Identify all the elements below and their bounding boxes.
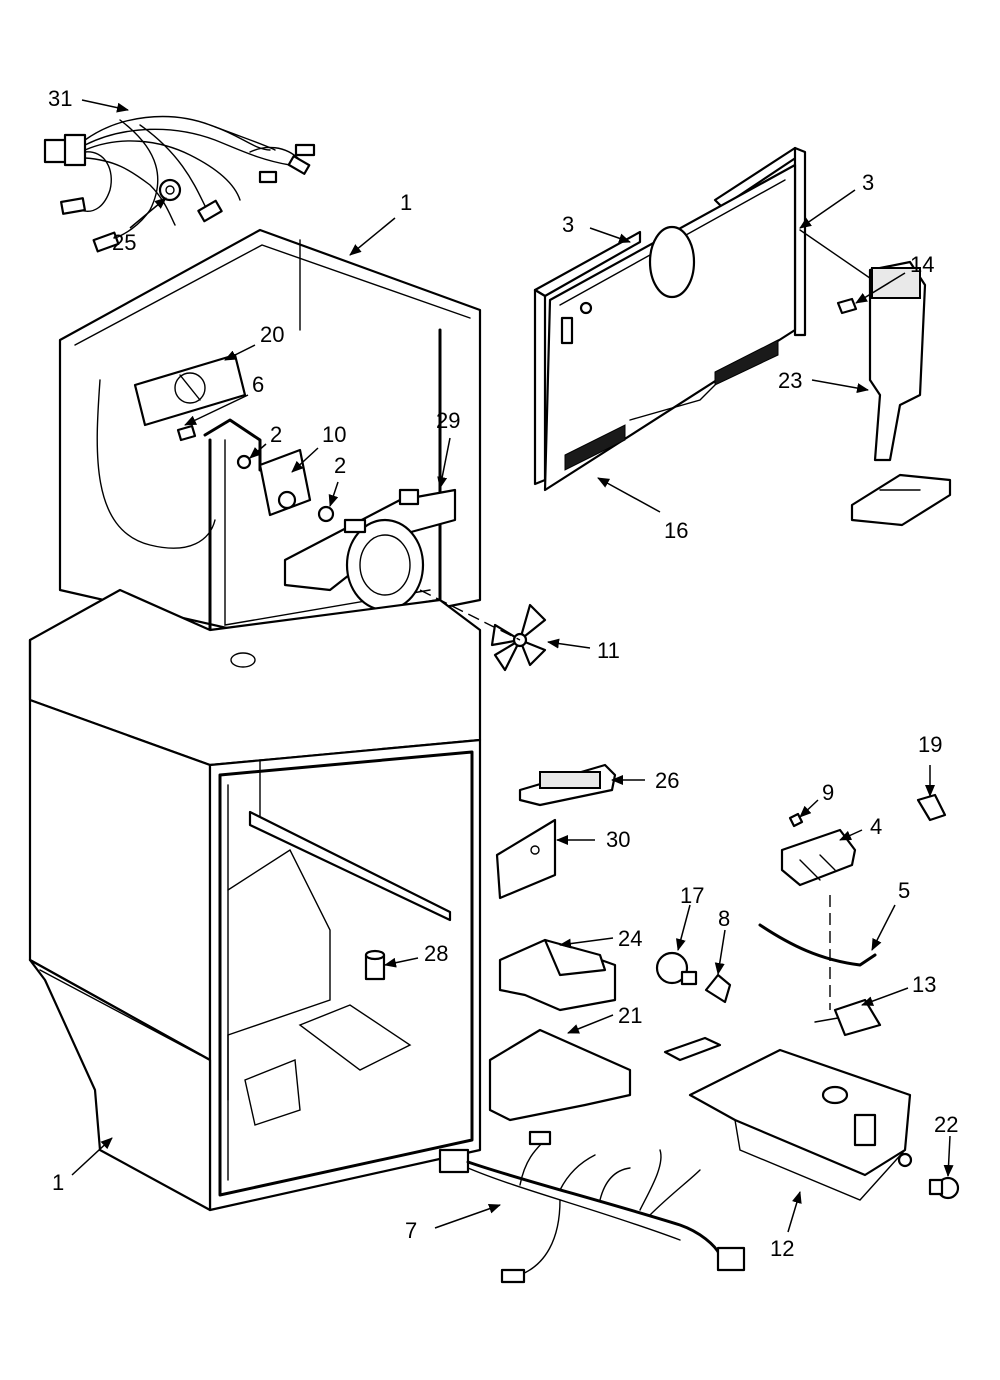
refrigerator-cabinet: [28, 588, 482, 1212]
callout-13: 13: [912, 972, 936, 997]
callout-21: 21: [618, 1003, 642, 1028]
callout-12: 12: [770, 1236, 794, 1261]
wiring-harness-bottom: [438, 1130, 746, 1284]
callout-25: 25: [112, 230, 136, 255]
callout-11: 11: [597, 638, 620, 663]
wiring-harness-top: [43, 115, 316, 253]
callout-19: 19: [918, 732, 942, 757]
callout-22: 22: [934, 1112, 958, 1137]
callout-28: 28: [424, 941, 448, 966]
callout-1-top: 1: [400, 190, 412, 215]
callout-9: 9: [822, 780, 834, 805]
leader-lines: [71, 99, 954, 1233]
callout-20: 20: [260, 322, 284, 347]
callout-7: 7: [405, 1218, 417, 1243]
callout-labels: 31 25 1 20 6 2 10 2 29 3 3 14 23 16 11 2…: [48, 86, 958, 1261]
freezer-cabinet-liner: [58, 228, 482, 642]
callout-4: 4: [870, 814, 882, 839]
fan-blade: [419, 589, 547, 672]
callout-10: 10: [322, 422, 346, 447]
callout-26: 26: [655, 768, 679, 793]
callout-2-left: 2: [270, 422, 282, 447]
callout-31: 31: [48, 86, 72, 111]
callout-30: 30: [606, 827, 630, 852]
callout-1-bottom: 1: [52, 1170, 64, 1195]
callout-3-left: 3: [562, 212, 574, 237]
callout-8: 8: [718, 906, 730, 931]
air-tower: [850, 260, 952, 527]
callout-5: 5: [898, 878, 910, 903]
rear-panel-assembly: [533, 146, 881, 492]
callout-23: 23: [778, 368, 802, 393]
control-parts: [488, 763, 960, 1201]
callout-3-right: 3: [862, 170, 874, 195]
callout-24: 24: [618, 926, 642, 951]
callout-16: 16: [664, 518, 688, 543]
callout-29: 29: [436, 408, 460, 433]
callout-2-right: 2: [334, 453, 346, 478]
callout-14: 14: [910, 252, 934, 277]
callout-6: 6: [252, 372, 264, 397]
callout-17: 17: [680, 883, 704, 908]
